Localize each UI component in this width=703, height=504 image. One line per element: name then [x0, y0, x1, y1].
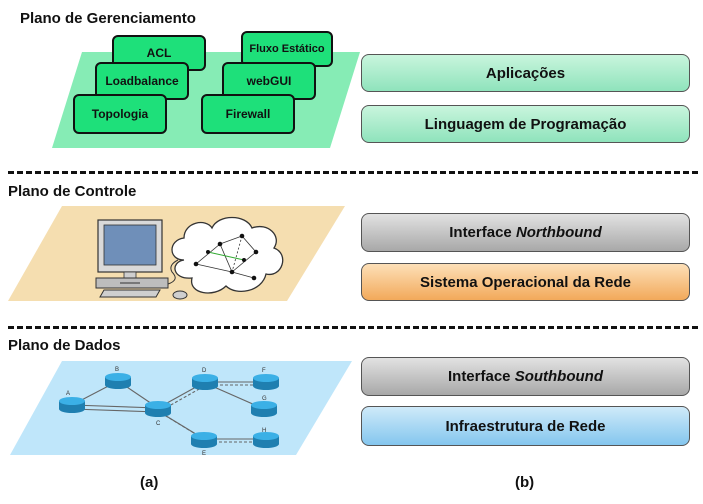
node-label-f: F [262, 368, 266, 374]
caption-b: (b) [515, 474, 535, 491]
control-plane [8, 206, 345, 301]
computer-icon [95, 219, 188, 300]
router-b [105, 373, 131, 389]
router-c [145, 401, 171, 417]
data-plane-title: Plano de Dados [8, 337, 121, 354]
node-label-a: A [66, 391, 70, 397]
router-f [253, 374, 279, 390]
divider-top [8, 171, 698, 174]
layer-northbound: Interface Northbound [361, 213, 690, 252]
node-label-e: E [202, 451, 206, 457]
layer-linguagem: Linguagem de Programação [361, 105, 690, 143]
layer-infraestrutura: Infraestrutura de Rede [361, 406, 690, 446]
cloud-network-icon [171, 216, 284, 294]
layer-aplicacoes: Aplicações [361, 54, 690, 92]
router-d [192, 374, 218, 390]
webgui-button[interactable]: webGUI [222, 62, 316, 100]
node-label-g: G [262, 396, 267, 402]
node-label-c: C [156, 421, 161, 427]
divider-bottom [8, 326, 698, 329]
layer-infraestrutura-label: Infraestrutura de Rede [445, 417, 606, 435]
southbound-prefix: Interface [447, 368, 515, 385]
northbound-prefix: Interface [449, 224, 516, 241]
layer-linguagem-label: Linguagem de Programação [424, 115, 627, 133]
northbound-label: Northbound [515, 224, 602, 241]
router-a [59, 397, 85, 413]
layer-aplicacoes-label: Aplicações [485, 64, 566, 82]
topologia-button[interactable]: Topologia [73, 94, 167, 134]
node-label-b: B [115, 367, 119, 373]
layer-sistema-operacional-label: Sistema Operacional da Rede [420, 273, 631, 291]
layer-sistema-operacional: Sistema Operacional da Rede [361, 263, 690, 301]
router-e [191, 432, 217, 448]
southbound-label: Southbound [514, 368, 603, 385]
firewall-button[interactable]: Firewall [201, 94, 295, 134]
fluxo-estatico-button[interactable]: Fluxo Estático [241, 31, 333, 67]
data-plane: A B C D E F G H [10, 361, 352, 457]
caption-a: (a) [140, 474, 159, 491]
node-label-d: D [202, 368, 207, 374]
control-plane-title: Plano de Controle [8, 183, 137, 200]
router-g [251, 401, 277, 417]
management-plane-title: Plano de Gerenciamento [20, 10, 196, 27]
router-h [253, 432, 279, 448]
layer-southbound: Interface Southbound [361, 357, 690, 396]
node-label-h: H [262, 428, 266, 434]
